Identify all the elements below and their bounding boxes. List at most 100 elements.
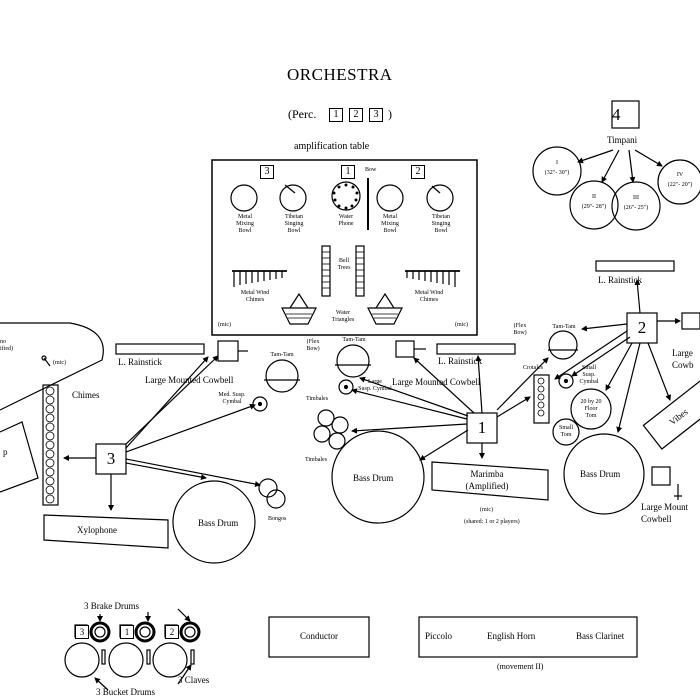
wind-piccolo: Piccolo [425,631,452,641]
table-mic-left: (mic) [218,322,231,328]
perc1-large-mounted-cowbell-label: Large Mounted Cowbell [392,377,481,387]
clave-3 [190,649,195,665]
amplification-table-label: amplification table [294,141,370,152]
perc3-xylophone [43,514,169,549]
perc2-large-mounted-cowbell-label: Large Mount Cowbell [641,502,689,524]
winds-box [418,616,638,658]
perc1-timbales-top-label: Timbales [305,396,329,402]
water-phone [331,181,361,211]
clave-1 [101,649,106,665]
table-item-4-label: Metal Mixing Bowl [381,214,399,234]
perc2-number-box [626,312,658,344]
perc-close: ) [388,107,392,121]
perc1-marimba-note: (shared: 1 or 2 players) [464,519,520,525]
water-phone-rods [332,183,359,210]
perc2-flex-bow-label: (Flex Bow) [513,323,527,336]
water-triangles-label: Water Triangles [331,310,355,323]
perc-label: (Perc. [288,107,317,121]
perc1-med-susp-cymbal-label: Med. Susp. Cymbal [218,392,246,405]
perc1-flex-bow-label: (Flex Bow) [306,339,320,352]
metal-wind-chimes-right [405,270,460,287]
timpani-number: 4 [612,105,621,124]
timpani-i-roman: I [556,160,558,166]
perc1-timbales-bottom-label: Timbales [304,457,328,463]
perc1-arrows [351,355,549,461]
harp-outline [0,421,39,493]
water-triangle-right [367,292,403,325]
metal-mixing-bowl-right [376,184,404,212]
perc3-rainstick-label: L. Rainstick [118,357,162,367]
bucket-drum-3 [152,642,188,678]
bucket-claves-arrows [94,664,192,691]
tibetan-singing-bowl-left [279,184,307,212]
perc3-chimes [42,384,59,506]
timpani-ii [569,180,619,230]
perc2-tam-tam-label: Tam-Tam [552,324,576,330]
perc2-floor-tom [570,388,612,430]
table-box-3: 3 [260,165,274,179]
movement-label: (movement II) [497,662,544,671]
perc2-large-cowbell-top [681,312,700,330]
tibetan-bowl-stick [284,184,296,194]
perc2-large-cowbell-top-label: Large Cowb [672,348,694,370]
wind-chimes-left-label: Metal Wind Chimes [240,290,270,303]
perc3-bongo-1 [258,478,278,498]
brake-number-2: 2 [165,625,179,639]
perc2-small-susp-cymbal-label: Small Susp. Cymbal [579,365,599,385]
perc-box-2: 2 [349,108,363,122]
timpani-arrows [577,149,663,183]
perc2-bass-drum [563,433,645,515]
timpani-iii-range: (26"- 25") [623,205,649,211]
brake-drums-label: 3 Brake Drums [84,601,139,611]
perc2-rainstick-label: L. Rainstick [598,275,642,285]
bow-label: Bow [365,167,377,173]
perc3-cowbell-box [217,340,239,362]
perc3-arrows [63,355,261,511]
timpani-ii-roman: II [592,194,596,200]
amplification-table [211,159,478,336]
perc1-tam-tam-center [336,344,370,378]
timpani-iv-roman: IV [676,172,684,178]
perc2-large-mounted-cowbell [651,466,671,486]
conductor-box [268,616,370,658]
brake-number-1: 1 [120,625,134,639]
perc1-marimba-label: Marimba (Amplified) [465,469,509,491]
perc3-bongo-2 [266,489,286,509]
perc3-large-mounted-cowbell-label: Large Mounted Cowbell [145,375,234,385]
perc2-crotales-label: Crotales [523,365,543,371]
perc1-cowbell-box [395,340,415,358]
timpani-iii [611,181,661,231]
perc2-crotales-marks [537,377,545,417]
bell-trees-label: Bell Trees [337,258,351,271]
perc1-bass-drum-label: Bass Drum [353,473,394,483]
perc2-vibes [642,380,700,450]
perc3-mic-icon [41,355,47,361]
brake-drum-3 [89,621,111,643]
perc3-bass-drum-label: Bass Drum [198,518,239,528]
brake-number-3: 3 [75,625,89,639]
wind-chimes-right-label: Metal Wind Chimes [414,290,444,303]
perc3-chimes-marks [45,386,55,504]
perc3-mic-label: (mic) [53,360,66,366]
conductor-label: Conductor [300,631,338,641]
harp-label: p [3,447,8,457]
perc2-rainstick [595,260,675,272]
piano-label: no ified) [0,339,13,352]
brake-drum-2 [179,621,201,643]
perc2-small-susp-cymbal [558,373,574,389]
water-triangle-left [281,292,317,325]
perc1-rainstick [436,343,516,355]
timpani-i-range: (32"- 30") [544,170,570,176]
perc1-bass-drum [331,430,425,524]
tibetan-singing-bowl-right [426,184,454,212]
wind-bass-clarinet: Bass Clarinet [576,631,625,641]
perc3-chimes-label: Chimes [72,390,100,400]
perc2-crotales [533,374,550,424]
perc2-tam-tam [548,330,578,360]
timpani-i [532,146,582,196]
clave-2 [146,649,151,665]
timpani-number-box [611,100,640,129]
bucket-drums-label: 3 Bucket Drums [96,687,155,697]
perc-box-3: 3 [369,108,383,122]
